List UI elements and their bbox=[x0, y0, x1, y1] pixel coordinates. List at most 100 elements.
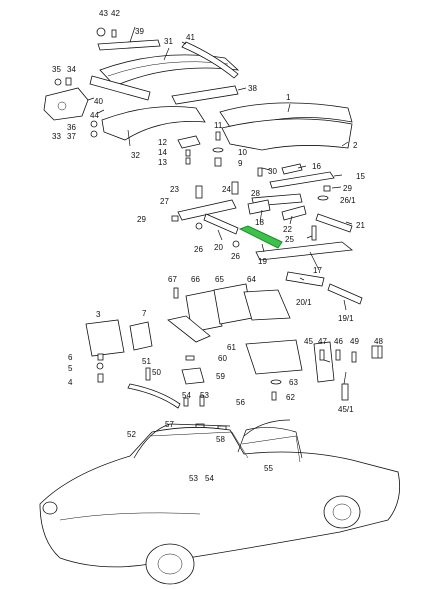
callout-36: 36 bbox=[67, 123, 76, 132]
callout-19-1: 19/1 bbox=[338, 314, 354, 323]
callout-14: 14 bbox=[158, 148, 167, 157]
roof-panel-2 bbox=[221, 118, 353, 151]
callout-37: 37 bbox=[67, 132, 76, 141]
callout-57: 57 bbox=[165, 420, 174, 429]
callout-29-left: 29 bbox=[137, 215, 146, 224]
door-seal-55 bbox=[237, 427, 303, 459]
callout-51: 51 bbox=[142, 357, 151, 366]
rail-27 bbox=[177, 199, 237, 221]
bracket-12 bbox=[177, 135, 201, 149]
callout-2: 2 bbox=[353, 141, 358, 150]
bolt-46 bbox=[335, 349, 341, 361]
pin-25 bbox=[311, 225, 317, 241]
bolt-23 bbox=[195, 185, 203, 199]
knob-48 bbox=[371, 345, 383, 359]
bracket-16 bbox=[281, 163, 303, 175]
callout-6: 6 bbox=[68, 353, 73, 362]
callout-28: 28 bbox=[251, 189, 260, 198]
screw-11 bbox=[215, 131, 221, 141]
callout-44: 44 bbox=[90, 111, 99, 120]
callout-labels: 43 42 39 31 41 1 35 34 38 40 44 36 33 37… bbox=[52, 9, 383, 483]
callout-62: 62 bbox=[286, 393, 295, 402]
bolt-24 bbox=[231, 181, 239, 195]
bracket-64 bbox=[243, 289, 291, 321]
callout-49: 49 bbox=[350, 337, 359, 346]
callout-42: 42 bbox=[111, 9, 120, 18]
bracket-20 bbox=[203, 213, 239, 235]
callout-45: 45 bbox=[304, 337, 313, 346]
callout-10: 10 bbox=[238, 148, 247, 157]
panel-65 bbox=[213, 283, 253, 325]
callout-3: 3 bbox=[96, 310, 101, 319]
clip-29-left bbox=[171, 215, 179, 222]
rail-19-1 bbox=[327, 283, 363, 305]
callout-60: 60 bbox=[218, 354, 227, 363]
trim-strip-50 bbox=[127, 383, 181, 409]
trim-strip-38 bbox=[171, 85, 239, 105]
callout-54-upper: 54 bbox=[182, 391, 191, 400]
trim-15 bbox=[269, 171, 335, 189]
seal-strip-41 bbox=[181, 41, 239, 79]
washer-26-1 bbox=[317, 195, 329, 201]
callout-13: 13 bbox=[158, 158, 167, 167]
trim-21 bbox=[315, 213, 353, 233]
callout-52: 52 bbox=[127, 430, 136, 439]
callout-53-lower: 53 bbox=[189, 474, 198, 483]
callout-18: 18 bbox=[255, 218, 264, 227]
screw-67 bbox=[173, 287, 179, 299]
callout-5: 5 bbox=[68, 364, 73, 373]
callout-9: 9 bbox=[238, 159, 243, 168]
callout-61: 61 bbox=[227, 343, 236, 352]
windshield-seal-52 bbox=[133, 423, 231, 459]
callout-50: 50 bbox=[152, 368, 161, 377]
callout-27: 27 bbox=[160, 197, 169, 206]
callout-63: 63 bbox=[289, 378, 298, 387]
washer-26-mid bbox=[232, 240, 240, 248]
callout-47: 47 bbox=[318, 337, 327, 346]
callout-12: 12 bbox=[158, 138, 167, 147]
rail-20-1 bbox=[285, 271, 325, 287]
screw-4 bbox=[97, 373, 104, 383]
latch-assembly-33 bbox=[43, 87, 89, 121]
callout-29-right: 29 bbox=[343, 184, 352, 193]
callout-19: 19 bbox=[258, 257, 267, 266]
callout-30: 30 bbox=[268, 167, 277, 176]
rail-18 bbox=[247, 199, 271, 215]
pin-45-1 bbox=[341, 383, 349, 401]
targa-seal-56 bbox=[243, 419, 291, 437]
callout-46: 46 bbox=[334, 337, 343, 346]
callout-56: 56 bbox=[236, 398, 245, 407]
bolt-47 bbox=[319, 349, 325, 361]
clip-29-right bbox=[323, 185, 331, 192]
clip-43 bbox=[96, 27, 106, 37]
callout-31: 31 bbox=[164, 37, 173, 46]
callout-59: 59 bbox=[216, 372, 225, 381]
callout-21: 21 bbox=[356, 221, 365, 230]
callout-64: 64 bbox=[247, 275, 256, 284]
block-59 bbox=[181, 367, 205, 385]
callout-41: 41 bbox=[186, 33, 195, 42]
screw-62 bbox=[271, 391, 277, 401]
seal-19-highlighted[interactable] bbox=[238, 225, 283, 249]
callout-26-mid: 26 bbox=[231, 252, 240, 261]
screw-42 bbox=[111, 29, 117, 38]
callout-66: 66 bbox=[191, 275, 200, 284]
screw-14 bbox=[185, 149, 191, 157]
callout-35: 35 bbox=[52, 65, 61, 74]
bracket-22 bbox=[281, 205, 307, 221]
bolt-49 bbox=[351, 351, 357, 363]
callout-15: 15 bbox=[356, 172, 365, 181]
callout-17: 17 bbox=[313, 266, 322, 275]
callout-1: 1 bbox=[286, 93, 291, 102]
screw-34 bbox=[65, 77, 72, 86]
callout-67: 67 bbox=[168, 275, 177, 284]
headliner-panel-32 bbox=[101, 106, 206, 141]
callout-40: 40 bbox=[94, 97, 103, 106]
bolt-9 bbox=[214, 157, 222, 167]
hinge-8 bbox=[167, 315, 211, 343]
washer-63 bbox=[270, 379, 282, 385]
highlighted-part-shape[interactable] bbox=[238, 225, 283, 249]
washer-10 bbox=[212, 147, 224, 153]
callout-4: 4 bbox=[68, 378, 73, 387]
